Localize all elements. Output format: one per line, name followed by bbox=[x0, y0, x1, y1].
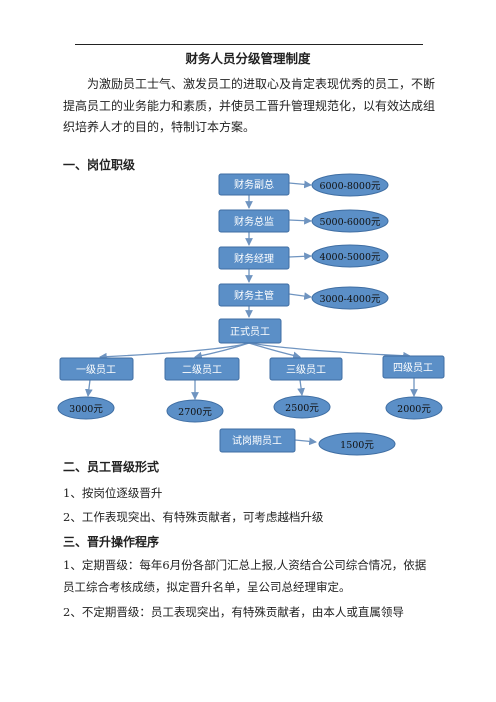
salary-pill-supervisor: 3000-4000元 bbox=[311, 286, 389, 310]
procedure-paragraph-1: 1、定期晋级：每年6月份各部门汇总上报,人资结合公司综合情况，依据员工综合考核成… bbox=[63, 558, 427, 594]
salary-pill-level-3: 2500元 bbox=[273, 395, 331, 419]
connector bbox=[248, 342, 301, 360]
svg-text:正式员工: 正式员工 bbox=[230, 325, 270, 338]
salary-pill-manager: 4000-5000元 bbox=[311, 244, 389, 268]
list-item: 1、按岗位逐级晋升 bbox=[63, 486, 163, 500]
svg-text:1500元: 1500元 bbox=[340, 440, 374, 451]
rank-box-vice-president: 财务副总 bbox=[218, 173, 290, 196]
svg-text:5000-6000元: 5000-6000元 bbox=[319, 217, 381, 228]
svg-text:财务总监: 财务总监 bbox=[234, 215, 274, 228]
svg-text:财务主管: 财务主管 bbox=[234, 289, 274, 302]
svg-text:2000元: 2000元 bbox=[397, 404, 431, 415]
svg-text:3000-4000元: 3000-4000元 bbox=[319, 294, 381, 305]
section-heading-2: 二、员工晋级形式 bbox=[63, 460, 160, 474]
level-box-3: 三级员工 bbox=[269, 357, 343, 381]
connector bbox=[288, 180, 312, 189]
connector bbox=[288, 216, 312, 225]
connector bbox=[248, 342, 411, 360]
salary-pill-director: 5000-6000元 bbox=[311, 209, 389, 233]
svg-text:三级员工: 三级员工 bbox=[286, 364, 326, 376]
salary-pill-vice-president: 6000-8000元 bbox=[311, 173, 389, 197]
connector bbox=[84, 379, 93, 397]
rank-box-manager: 财务经理 bbox=[218, 246, 290, 270]
svg-text:6000-8000元: 6000-8000元 bbox=[319, 181, 381, 192]
level-box-4: 四级员工 bbox=[382, 355, 445, 379]
svg-text:四级员工: 四级员工 bbox=[393, 362, 433, 374]
procedure-paragraph-2: 2、不定期晋级：员工表现突出，有特殊贡献者，由本人或直属领导 bbox=[63, 605, 404, 619]
salary-pill-level-2: 2700元 bbox=[166, 399, 224, 423]
regular-staff-box: 正式员工 bbox=[218, 318, 282, 344]
connector bbox=[288, 292, 312, 300]
intro-paragraph: 为激励员工士气、激发员工的进取心及肯定表现优秀的员工，不断提高员工的业务能力和素… bbox=[63, 77, 436, 134]
svg-text:财务副总: 财务副总 bbox=[234, 178, 274, 191]
level-box-2: 二级员工 bbox=[164, 357, 240, 381]
top-rule bbox=[75, 44, 423, 45]
svg-text:一级员工: 一级员工 bbox=[76, 364, 116, 376]
section-heading-1: 一、岗位职级 bbox=[63, 158, 136, 172]
section-heading-3: 三、晋升操作程序 bbox=[63, 535, 160, 549]
list-item: 2、工作表现突出、有特殊贡献者，可考虑越档升级 bbox=[63, 510, 324, 524]
svg-text:2700元: 2700元 bbox=[178, 407, 212, 418]
connector bbox=[294, 437, 317, 446]
svg-text:二级员工: 二级员工 bbox=[182, 364, 222, 376]
salary-pill-level-4: 2000元 bbox=[385, 396, 443, 420]
page-title: 财务人员分级管理制度 bbox=[185, 51, 311, 66]
connector bbox=[99, 342, 250, 361]
svg-text:财务经理: 财务经理 bbox=[234, 252, 274, 265]
salary-pill-level-1: 3000元 bbox=[57, 396, 115, 420]
connector bbox=[194, 342, 250, 360]
level-box-1: 一级员工 bbox=[59, 357, 134, 381]
svg-text:试岗期员工: 试岗期员工 bbox=[232, 434, 282, 447]
svg-text:2500元: 2500元 bbox=[285, 403, 319, 414]
salary-pill-probation: 1500元 bbox=[318, 432, 396, 456]
svg-text:3000元: 3000元 bbox=[69, 404, 103, 415]
rank-box-director: 财务总监 bbox=[218, 209, 290, 233]
connector bbox=[288, 252, 312, 261]
probation-staff-box: 试岗期员工 bbox=[219, 428, 296, 453]
rank-box-supervisor: 财务主管 bbox=[218, 283, 290, 307]
org-chart: 财务副总 财务总监 财务经理 财务主管 正式员工 6000-8000元 5000… bbox=[57, 173, 445, 456]
connector bbox=[297, 379, 305, 396]
svg-text:4000-5000元: 4000-5000元 bbox=[319, 252, 381, 263]
